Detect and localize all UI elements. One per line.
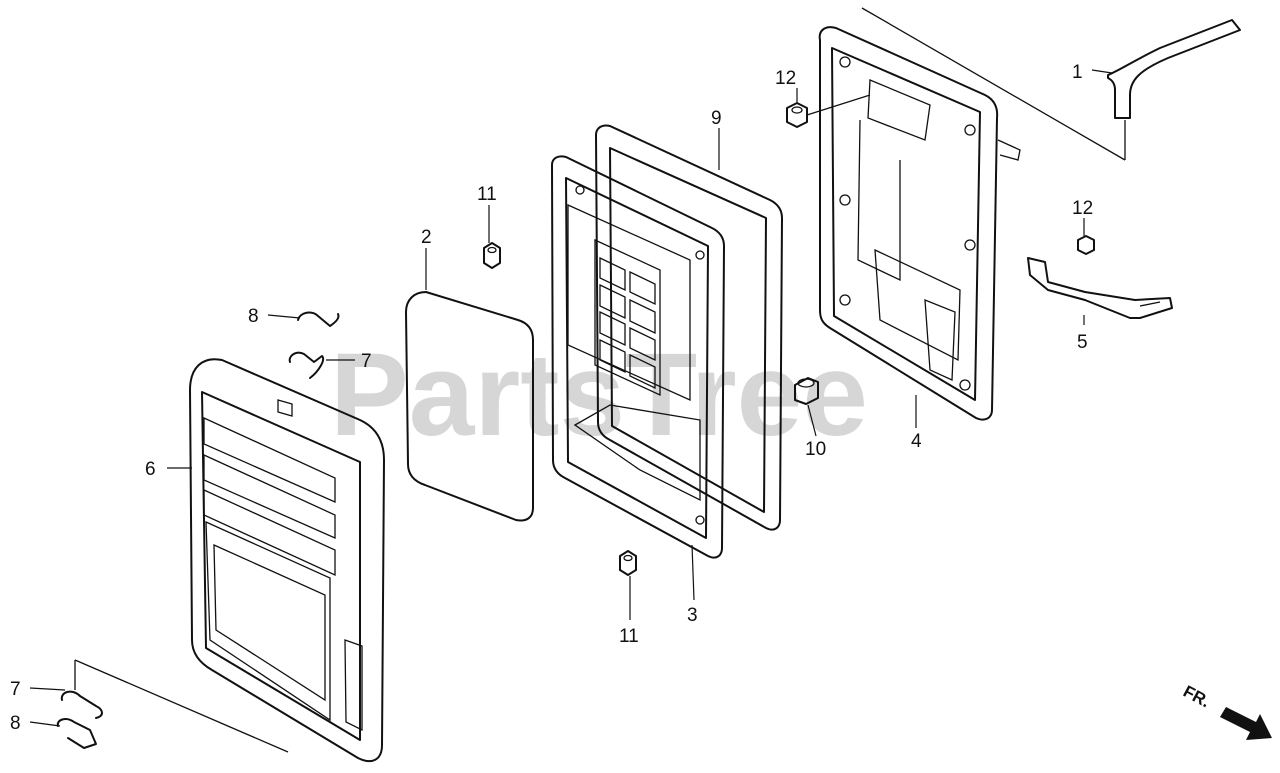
- nut-right-part: [1077, 235, 1095, 255]
- clips-lower-part: [56, 659, 289, 753]
- callout-12-right: 12: [1072, 198, 1093, 219]
- nut-upper-part: [786, 94, 871, 128]
- callout-3: 3: [687, 605, 698, 626]
- callout-9: 9: [711, 108, 722, 129]
- callout-7-upper: 7: [361, 351, 372, 372]
- arrow-icon: [1220, 707, 1272, 740]
- callout-11-upper: 11: [477, 184, 497, 205]
- front-direction-marker: FR.: [1180, 682, 1272, 740]
- callout-7-lower: 7: [10, 679, 21, 700]
- callout-labels: 1 2 3 4 5 6 7 7 8 8 9 10 11 11 12 12: [10, 62, 1093, 734]
- front-label: FR.: [1180, 682, 1213, 712]
- watermark: PartsTree: [330, 329, 868, 461]
- callout-10: 10: [805, 439, 826, 460]
- callout-12-upper: 12: [775, 68, 796, 89]
- nut-11-upper-part: [483, 242, 501, 269]
- clips-upper-part: [288, 311, 340, 379]
- collar-part: [794, 377, 819, 405]
- callout-8-lower: 8: [10, 713, 21, 734]
- callout-5: 5: [1077, 332, 1088, 353]
- callout-8-upper: 8: [248, 306, 259, 327]
- callout-6: 6: [145, 459, 156, 480]
- callout-2: 2: [421, 227, 432, 248]
- leader-lines: [29, 69, 1113, 727]
- callout-11-lower: 11: [619, 626, 639, 647]
- nut-11-lower-part: [619, 550, 637, 576]
- air-cleaner-base-part: [818, 26, 1021, 421]
- foam-element-part: [405, 291, 534, 522]
- element-case-part: [551, 155, 725, 559]
- air-cleaner-cover-part: [189, 358, 385, 763]
- tube-part: [861, 7, 1241, 161]
- gasket-part: [595, 124, 783, 531]
- stay-bracket-part: [1027, 257, 1173, 319]
- callout-1: 1: [1072, 62, 1083, 83]
- callout-4: 4: [911, 431, 922, 452]
